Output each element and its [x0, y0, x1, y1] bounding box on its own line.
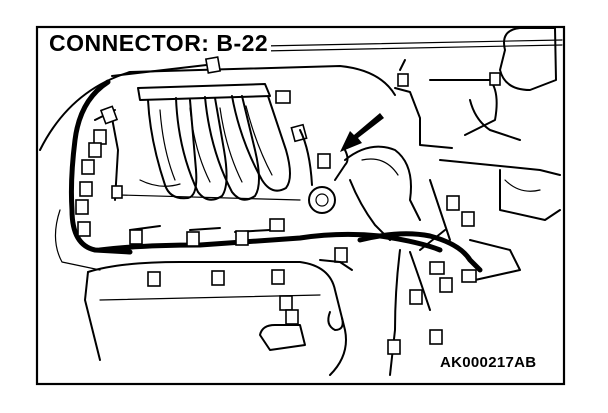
connector	[75, 199, 89, 215]
engine-cover-outline	[39, 65, 396, 271]
intake-manifold	[119, 83, 301, 201]
connector	[439, 277, 453, 293]
connector	[279, 295, 293, 311]
connector	[461, 211, 475, 227]
connector	[204, 56, 222, 74]
connector	[186, 231, 200, 247]
connector	[387, 339, 401, 355]
connector	[88, 142, 102, 158]
right-harness	[357, 195, 483, 376]
title-rule	[261, 39, 563, 52]
connector	[81, 159, 95, 175]
throttle-body	[299, 129, 349, 214]
connector	[489, 72, 501, 86]
connector	[93, 129, 107, 145]
connector	[429, 261, 445, 275]
connector	[147, 271, 161, 287]
connector	[271, 269, 285, 285]
connector	[334, 247, 348, 263]
diagram-title: CONNECTOR: B-22	[46, 30, 272, 56]
left-harness	[68, 63, 216, 255]
connector	[285, 309, 299, 325]
connector	[275, 90, 291, 104]
connector	[409, 289, 423, 305]
connector	[99, 105, 119, 125]
engine-block	[84, 247, 353, 376]
connector	[446, 195, 460, 211]
connector	[461, 269, 477, 283]
connector	[429, 329, 443, 345]
arrow-icon	[340, 113, 384, 152]
connector	[397, 73, 409, 87]
connector	[77, 221, 91, 237]
connector	[317, 153, 331, 169]
intake-hose	[344, 145, 421, 241]
connector	[129, 229, 143, 245]
right-components	[394, 27, 561, 281]
diagram-frame	[35, 25, 566, 386]
front-harness	[97, 90, 443, 253]
connector	[211, 270, 225, 286]
connector	[79, 181, 93, 197]
connector	[269, 218, 285, 232]
left-connectors	[75, 56, 222, 237]
connector	[111, 185, 123, 199]
connector	[235, 230, 249, 246]
image-code: AK000217AB	[438, 354, 539, 372]
